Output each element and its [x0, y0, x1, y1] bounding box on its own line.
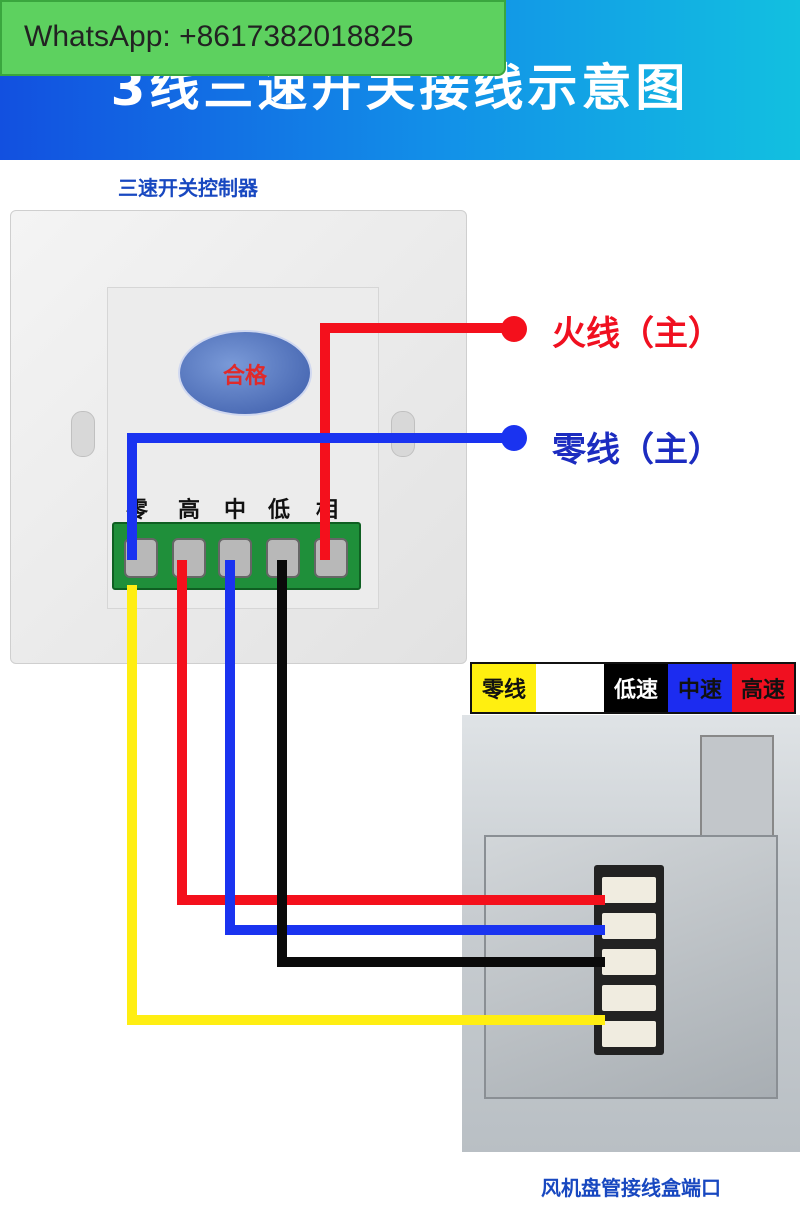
- fan-terminal-1: [602, 877, 656, 903]
- neutral-wire-label: 零线（主）: [552, 430, 722, 470]
- legend-blank: [536, 664, 604, 712]
- mounting-slot-left: [71, 411, 95, 457]
- legend-high-speed: 高速: [732, 664, 794, 712]
- fan-coil-port-label: 风机盘管接线盒端口: [541, 1176, 721, 1200]
- whatsapp-text: WhatsApp: +8617382018825: [24, 20, 414, 53]
- legend-low-speed: 低速: [604, 664, 668, 712]
- fan-terminal-2: [602, 913, 656, 939]
- legend-medium-text: 中速: [677, 678, 722, 703]
- legend-high-text: 高速: [740, 678, 785, 703]
- low-speed-wire: [277, 560, 605, 967]
- seal-text: 合格: [222, 364, 267, 389]
- live-wire: [320, 323, 514, 560]
- fan-coil-terminal-strip: [594, 865, 664, 1055]
- whatsapp-watermark: WhatsApp: +8617382018825: [0, 0, 506, 76]
- controller-terminal-block: [112, 522, 361, 590]
- fan-terminal-3: [602, 949, 656, 975]
- quality-seal-logo: 合格: [178, 330, 312, 416]
- fan-terminal-4: [602, 985, 656, 1011]
- controller-label: 三速开关控制器: [118, 176, 258, 200]
- medium-speed-wire: [225, 560, 605, 935]
- live-wire-label: 火线（主）: [552, 314, 722, 354]
- legend-neutral: 零线: [472, 664, 536, 712]
- legend-low-text: 低速: [613, 678, 658, 703]
- terminal-label-low: 低: [268, 498, 291, 523]
- mounting-bracket: [700, 735, 774, 849]
- neutral-wire-endpoint: [501, 425, 527, 451]
- legend-medium-speed: 中速: [668, 664, 732, 712]
- fan-terminal-5: [602, 1021, 656, 1047]
- live-wire-endpoint: [501, 316, 527, 342]
- fan-neutral-wire: [127, 585, 605, 1025]
- neutral-wire: [127, 433, 514, 560]
- terminal-label-medium: 中: [224, 498, 247, 523]
- terminal-label-high: 高: [178, 498, 201, 523]
- legend-neutral-text: 零线: [481, 678, 526, 703]
- screw-phase: [314, 538, 348, 578]
- high-speed-wire: [177, 560, 605, 905]
- wire-color-legend: 零线 低速 中速 高速: [470, 662, 796, 714]
